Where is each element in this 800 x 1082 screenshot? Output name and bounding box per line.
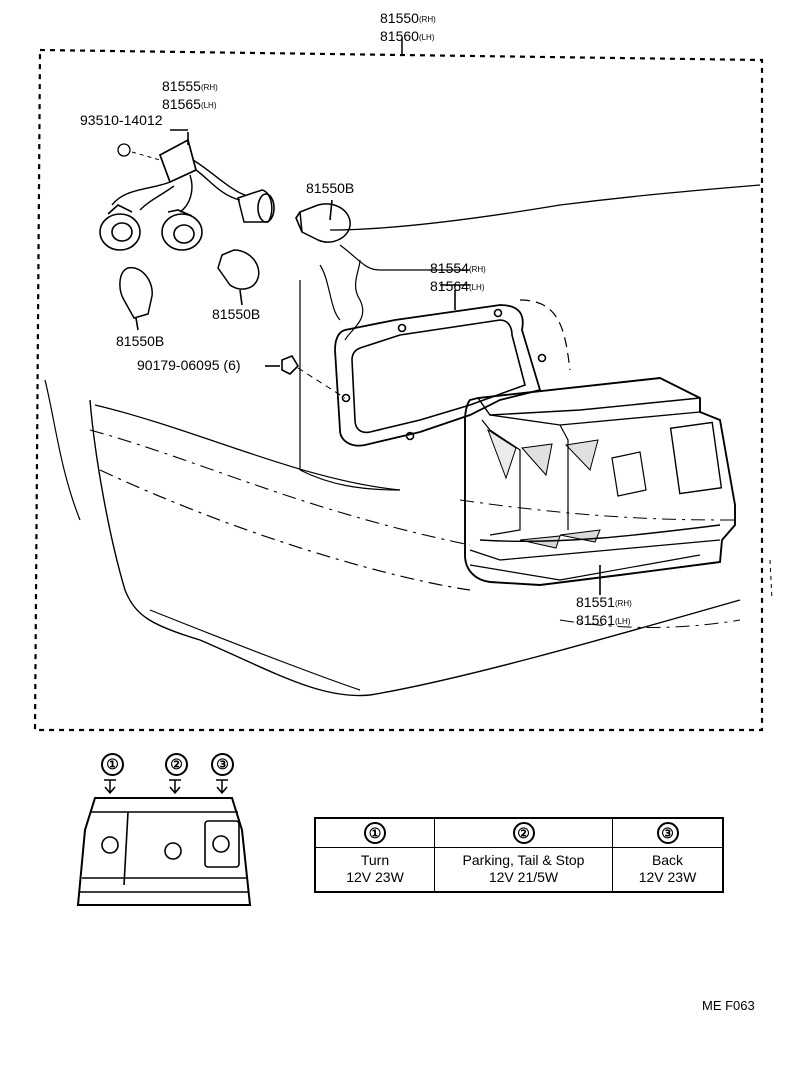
table-column-3: ③ Back 12V 23W: [612, 819, 722, 891]
bulb-position-1: [101, 836, 119, 854]
bulb-left-number: 81550B: [116, 333, 165, 349]
body-outline: [89, 399, 741, 697]
marker-3: ③: [211, 753, 234, 776]
marker-2: ②: [165, 753, 188, 776]
lamp-rear-view: [76, 779, 252, 906]
table-name-2: Parking, Tail & Stop: [462, 852, 585, 868]
arrow-1: [104, 779, 116, 795]
socket-harness: [99, 138, 275, 251]
table-marker-1: ①: [364, 822, 386, 844]
assembly-boundary: [33, 48, 764, 732]
clip-symbol: [117, 143, 131, 157]
table-spec-1: 12V 23W: [346, 869, 404, 885]
table-spec-2: 12V 21/5W: [488, 869, 559, 885]
marker-1: ①: [101, 753, 124, 776]
bulb-position-3: [212, 835, 230, 853]
assembly-lh-number: 81560: [380, 28, 419, 44]
bulb-spec-table: ① Turn 12V 23W ② Parking, Tail & Stop 12…: [314, 817, 724, 893]
lamp-lens: [464, 377, 736, 586]
bulb-mid: [217, 249, 260, 290]
table-marker-2: ②: [512, 822, 535, 844]
table-column-2: ② Parking, Tail & Stop 12V 21/5W: [434, 819, 612, 891]
table-name-3: Back: [651, 852, 684, 868]
arrow-2: [169, 779, 181, 795]
table-column-1: ① Turn 12V 23W: [316, 819, 434, 891]
gasket: [334, 304, 547, 447]
nut-symbol: [281, 355, 300, 375]
assembly-part-number: 81550(RH) 81560(LH): [380, 10, 436, 44]
clip-part-number: 93510-14012: [80, 112, 163, 128]
nut-part-number: 90179-06095 (6): [137, 357, 241, 373]
bulb-top: [295, 203, 351, 243]
arrow-3: [216, 779, 228, 795]
table-marker-3: ③: [656, 822, 679, 844]
table-name-1: Turn: [360, 852, 390, 868]
bulb-mid-number: 81550B: [212, 306, 261, 322]
figure-code: ME F063: [702, 998, 755, 1013]
table-spec-3: 12V 23W: [638, 869, 697, 885]
gasket-part-number: 81554(RH) 81564(LH): [430, 260, 486, 294]
assembly-rh-number: 81550: [380, 10, 419, 26]
bulb-left: [119, 267, 153, 319]
bulb-position-2: [164, 842, 182, 860]
lens-part-number: 81551(RH) 81561(LH): [576, 594, 632, 628]
socket-part-number: 81555(RH) 81565(LH): [162, 78, 218, 112]
bulb-top-number: 81550B: [306, 180, 355, 196]
